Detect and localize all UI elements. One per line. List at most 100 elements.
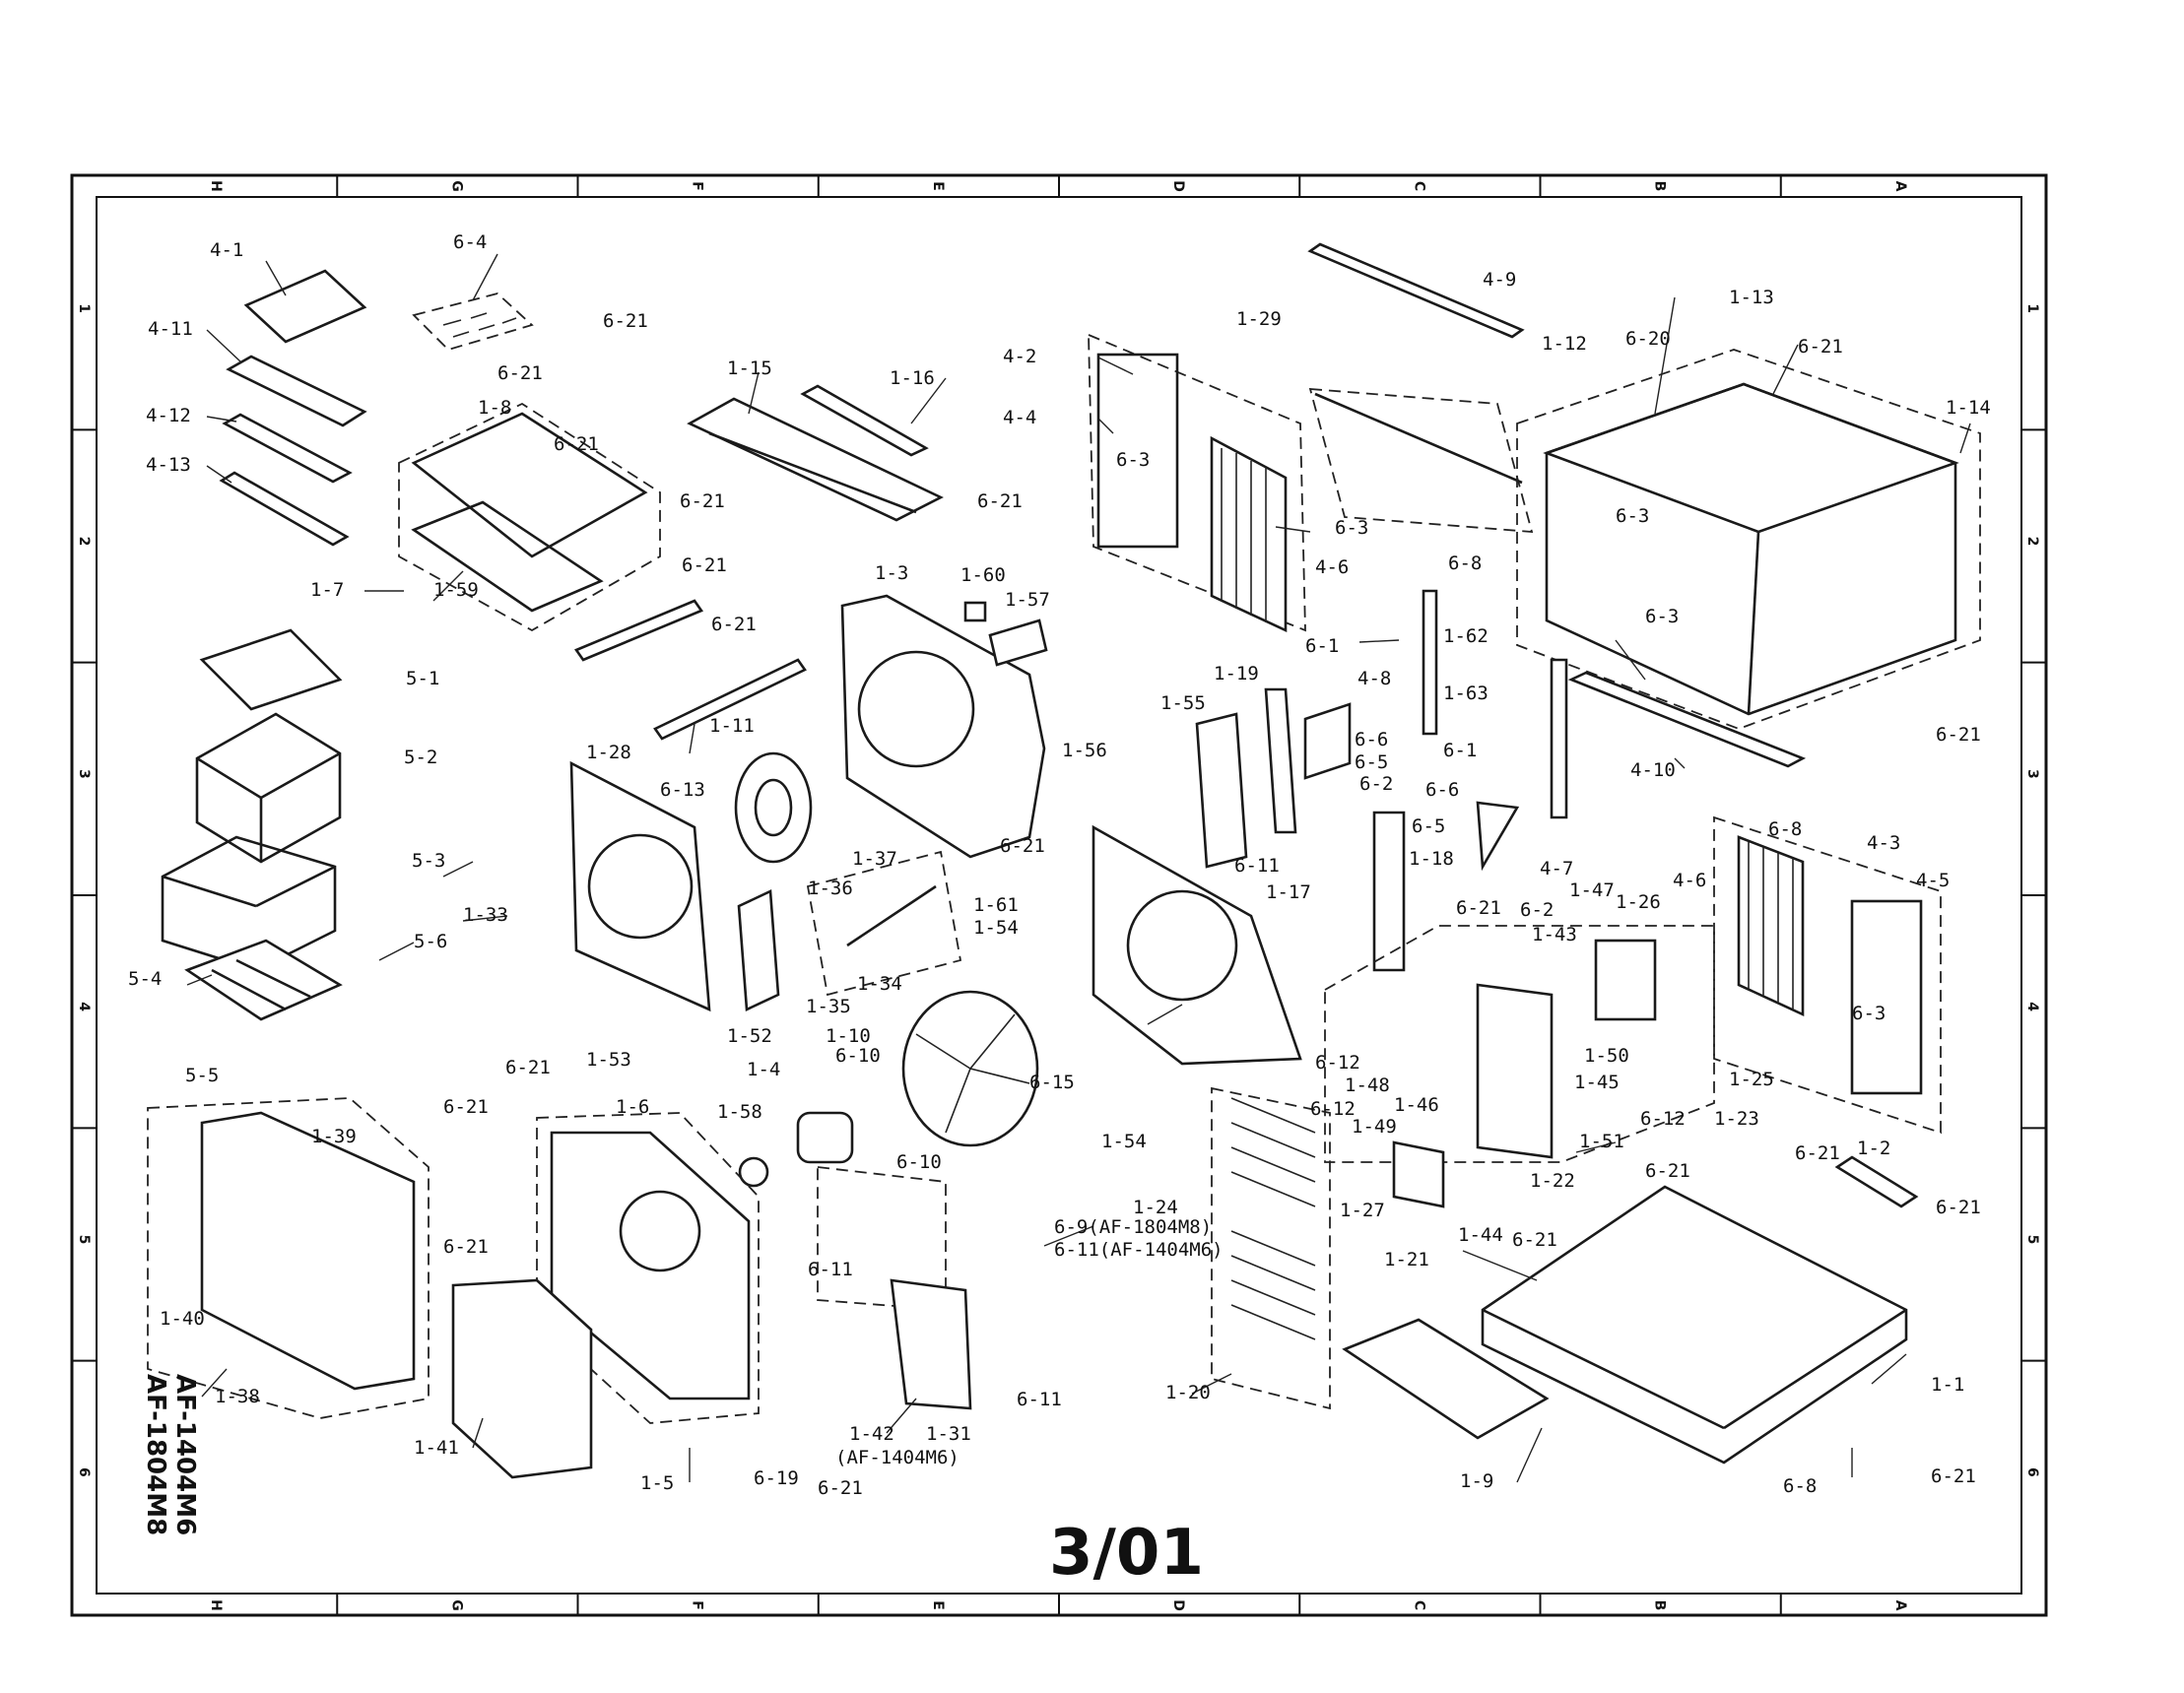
callout-label: 1-33 (463, 904, 508, 926)
zone-column-label: G (448, 180, 464, 192)
leader-line (201, 1368, 228, 1398)
callout-label: 6-21 (711, 614, 757, 635)
zone-row-label: 1 (2024, 303, 2040, 313)
leader-line (748, 371, 760, 415)
zone-row-label: 6 (76, 1467, 92, 1477)
callout-label: 4-6 (1315, 556, 1349, 578)
leader-line (432, 570, 464, 602)
callout-label: 6-6 (1355, 729, 1388, 750)
callout-label: 6-12 (1310, 1098, 1356, 1120)
callout-label: 6-8 (1448, 553, 1482, 574)
callout-label: 6-21 (818, 1477, 863, 1499)
leader-line (206, 329, 242, 363)
leader-line (472, 253, 498, 301)
callout-label: 1-18 (1409, 848, 1454, 870)
callout-label: 4-12 (146, 405, 191, 426)
zone-column-label: E (930, 181, 946, 191)
callout-label: 1-5 (640, 1472, 674, 1494)
callout-label: 6-15 (1029, 1072, 1075, 1093)
callout-label: 1-31 (926, 1423, 971, 1445)
callout-label: 6-21 (1456, 897, 1501, 919)
callout-label: 1-34 (857, 973, 902, 995)
callout-label: 4-5 (1916, 870, 1950, 891)
leader-line (1043, 1225, 1094, 1247)
leader-line (1462, 1250, 1538, 1281)
callout-label: 1-39 (311, 1126, 357, 1147)
callout-label: 5-3 (412, 850, 445, 872)
zone-column-label: B (1652, 1600, 1668, 1611)
callout-label: 1-12 (1542, 333, 1587, 355)
callout-label: 4-11 (148, 318, 193, 340)
callout-label: 6-1 (1305, 635, 1339, 657)
callout-label: 6-5 (1355, 751, 1388, 773)
callout-label: 6-21 (1795, 1142, 1840, 1164)
leader-line (1147, 1004, 1183, 1025)
callout-label: 1-11 (709, 715, 755, 737)
callout-label: 1-60 (960, 564, 1006, 586)
callout-label: 6-21 (443, 1236, 489, 1258)
leader-line (206, 465, 232, 484)
callout-label: 1-28 (586, 742, 631, 763)
callout-label: 1-62 (1443, 625, 1489, 647)
model-number: AF-1404M6 (170, 1374, 200, 1535)
zone-column-label: H (208, 180, 224, 192)
callout-label: 6-3 (1852, 1003, 1886, 1024)
zone-row-label: 4 (2024, 1002, 2040, 1011)
callout-label: 1-24 (1133, 1197, 1178, 1218)
callout-label: 6-21 (1798, 336, 1843, 358)
callout-label: 4-6 (1673, 870, 1706, 891)
zone-column-label: E (930, 1600, 946, 1610)
callout-label: 1-61 (973, 894, 1019, 916)
callout-label: 1-6 (616, 1096, 649, 1118)
callout-label: 6-13 (660, 779, 705, 801)
callout-label: 6-21 (1936, 1197, 1981, 1218)
zone-column-label: D (1170, 180, 1186, 192)
callout-label: 5-4 (128, 968, 162, 990)
leader-line (1097, 357, 1134, 375)
leader-line (1575, 1141, 1617, 1153)
callout-label: 1-56 (1062, 740, 1107, 761)
callout-label: 4-9 (1483, 269, 1516, 291)
leader-line (1674, 757, 1686, 769)
callout-label: 1-38 (215, 1386, 260, 1407)
date-stamp: 3/01 (1049, 1517, 1204, 1590)
leader-lines (186, 253, 1971, 1483)
callout-label: 1-37 (852, 848, 897, 870)
callout-label: 6-11 (1234, 855, 1280, 877)
leader-line (186, 974, 213, 986)
callout-label: 6-21 (682, 554, 727, 576)
callout-label: 6-21 (554, 433, 599, 455)
callout-label: 6-12 (1315, 1052, 1360, 1074)
callout-label: 1-29 (1236, 308, 1282, 330)
callout-label: 4-13 (146, 454, 191, 476)
callout-label: 1-47 (1569, 879, 1615, 901)
callout-label: 1-44 (1458, 1224, 1503, 1246)
callout-label: 1-43 (1532, 924, 1577, 945)
zone-column-label: G (448, 1599, 464, 1611)
callout-label: 6-9(AF-1804M8) (1054, 1216, 1212, 1238)
callout-label: 1-4 (747, 1059, 780, 1080)
leader-line (1516, 1427, 1543, 1483)
zone-column-label: F (690, 1600, 705, 1610)
callout-label: 1-53 (586, 1049, 631, 1071)
zone-row-label: 1 (76, 303, 92, 313)
zone-row-label: 2 (76, 537, 92, 547)
callout-label: 1-19 (1214, 663, 1259, 684)
callout-label: 6-10 (896, 1151, 942, 1173)
callout-label: 1-52 (727, 1025, 772, 1047)
zone-row-label: 2 (2024, 537, 2040, 547)
callout-label: 6-10 (835, 1045, 881, 1067)
model-number: AF-1804M8 (141, 1374, 170, 1535)
callout-label: 6-3 (1335, 517, 1368, 539)
leader-line (462, 915, 508, 922)
callout-label: 6-20 (1625, 328, 1671, 350)
zone-row-label: 5 (2024, 1235, 2040, 1245)
callout-label: 1-40 (160, 1308, 205, 1330)
callout-label: 6-5 (1412, 815, 1445, 837)
callout-label: 1-57 (1005, 589, 1050, 611)
leader-line (1097, 418, 1114, 434)
zone-ticks (72, 175, 2046, 1615)
callout-label: 1-41 (414, 1437, 459, 1459)
callout-label: 1-16 (890, 367, 935, 389)
